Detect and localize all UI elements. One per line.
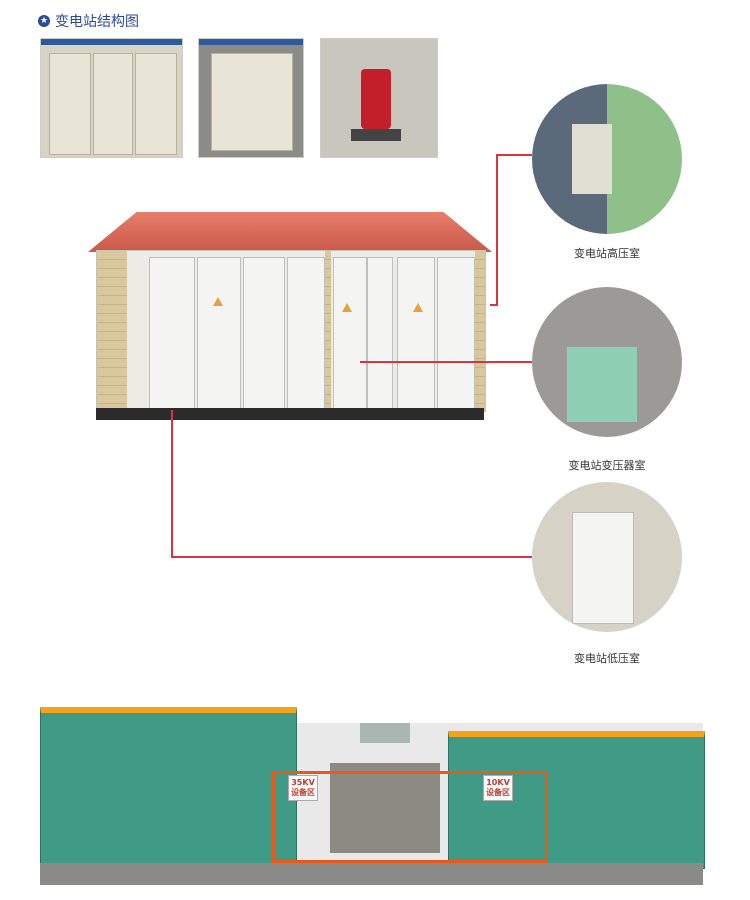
installed-substation-photo: 35KV 设备区 10KV 设备区 — [40, 703, 705, 885]
kiosk-base — [96, 408, 484, 420]
high-voltage-room-photo — [532, 84, 682, 234]
sign-text: 10KV — [486, 778, 510, 787]
sign-text: 设备区 — [291, 788, 315, 797]
switchgear-photo-1 — [40, 38, 183, 158]
callout-line — [360, 361, 532, 363]
transformer-photo — [320, 38, 438, 158]
callout-line — [496, 154, 532, 156]
low-voltage-room-photo — [532, 482, 682, 632]
star-icon: ★ — [38, 15, 50, 27]
transformer-room-photo — [532, 287, 682, 437]
kiosk-roof — [88, 212, 492, 252]
caption-high-voltage: 变电站高压室 — [574, 247, 640, 260]
sign-35kv: 35KV 设备区 — [288, 775, 318, 801]
caption-low-voltage: 变电站低压室 — [574, 652, 640, 665]
sign-text: 35KV — [291, 778, 315, 787]
sign-text: 设备区 — [486, 788, 510, 797]
box-substation-image — [96, 250, 486, 412]
callout-line — [490, 304, 498, 306]
section-header: ★ 变电站结构图 — [38, 11, 139, 31]
callout-line — [171, 556, 532, 558]
callout-line — [171, 410, 173, 558]
caption-transformer: 变电站变压器室 — [568, 459, 646, 472]
section-title: 变电站结构图 — [55, 14, 139, 30]
switchgear-photo-2 — [198, 38, 304, 158]
sign-10kv: 10KV 设备区 — [483, 775, 513, 801]
callout-line — [496, 154, 498, 306]
